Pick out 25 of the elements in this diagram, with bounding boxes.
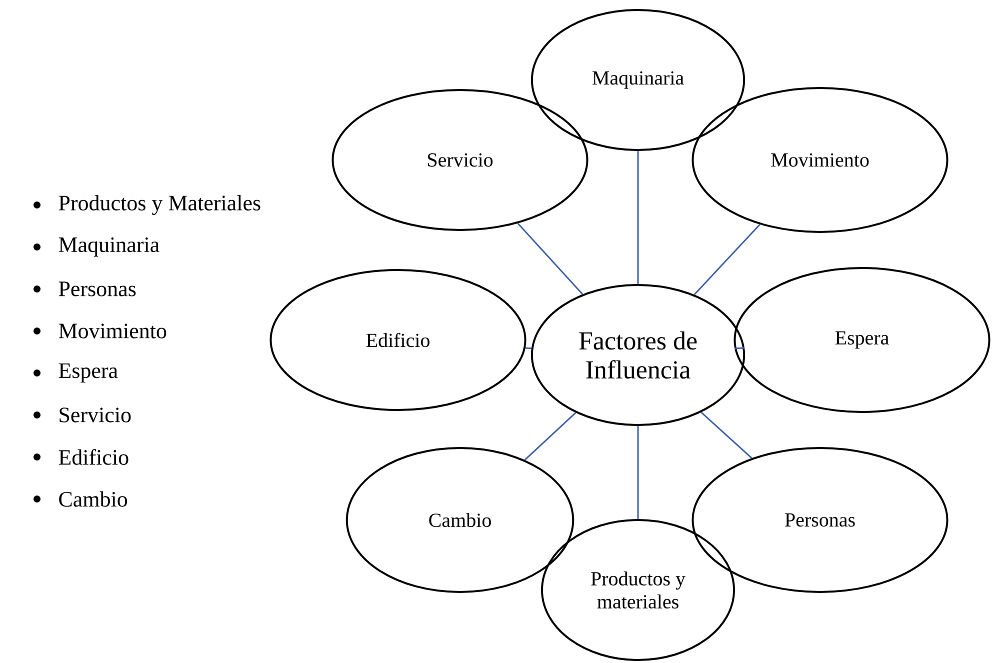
list-item: Servicio (34, 408, 131, 422)
ellipse-node: Factores de Influencia (530, 284, 746, 426)
list-item: Espera (34, 363, 118, 383)
connector-line (694, 224, 760, 296)
connector-line (524, 412, 576, 460)
ellipse-node: Espera (734, 267, 990, 413)
connector-line (700, 412, 752, 459)
ellipse-node: Maquinaria (530, 9, 746, 151)
connector-line (637, 151, 639, 284)
connector-line (734, 347, 745, 350)
ellipse-node: Movimiento (692, 87, 948, 233)
list-item: Edificio (34, 449, 128, 465)
connector-line (637, 426, 639, 519)
ellipse-node: Productos y materiales (541, 519, 735, 661)
ellipse-node: Personas (692, 447, 948, 593)
ellipse-node: Servicio (332, 89, 588, 231)
connector-line (525, 347, 532, 350)
list-item: Productos y Materiales (34, 195, 260, 215)
connector-line (517, 222, 584, 295)
list-item: Movimiento (34, 324, 166, 338)
ellipse-node: Cambio (346, 447, 574, 593)
list-item: Cambio (34, 491, 128, 507)
list-item: Personas (34, 282, 136, 296)
list-item: Maquinaria (34, 237, 160, 257)
ellipse-node: Edificio (270, 269, 526, 411)
